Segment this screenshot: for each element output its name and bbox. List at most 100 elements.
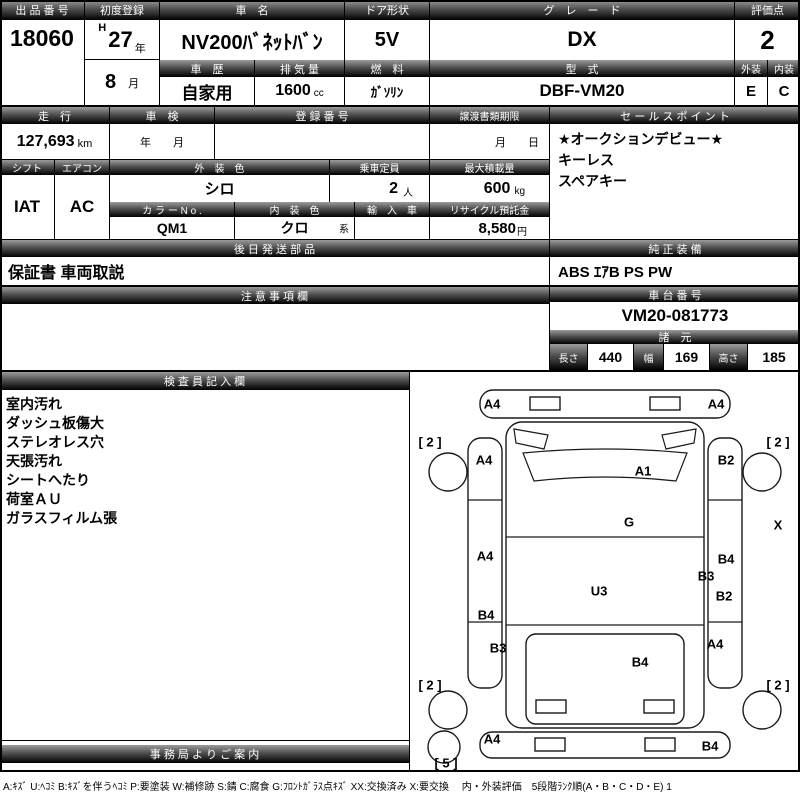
inspector-note: ダッシュ板傷大	[6, 415, 104, 431]
inspector-note: ステレオレス穴	[6, 434, 104, 450]
sales-point: ★オークションデビュー★	[558, 131, 724, 147]
mileage-cell: 127,693 km	[0, 124, 110, 160]
era-label: H	[98, 22, 107, 34]
right-headlight	[661, 428, 697, 450]
diagram-label: B4	[477, 607, 495, 623]
door-shape-label: ドア形状	[345, 0, 430, 20]
first-reg-year: 27	[108, 26, 133, 52]
displacement-unit: cc	[313, 88, 324, 99]
height-label: 高さ	[710, 344, 748, 370]
mileage-value: 127,693	[16, 132, 75, 150]
capacity-label: 乗車定員	[330, 160, 430, 175]
fuel-value: ｶﾞｿﾘﾝ	[345, 77, 430, 105]
car-diagram-svg	[427, 389, 782, 764]
door-shape-value: 5V	[345, 20, 430, 60]
first-reg-label: 初度登録	[85, 0, 160, 20]
fuel-label: 燃 料	[345, 60, 430, 77]
diagram-label: G	[623, 514, 635, 530]
chassis-no-value: VM20-081773	[550, 302, 800, 330]
shift-value: IAT	[0, 175, 55, 240]
width-value: 169	[664, 344, 710, 370]
diagram-label: U3	[590, 583, 608, 599]
auction-no-value: 18060	[0, 20, 85, 105]
transfer-deadline-value: 月 日	[430, 124, 550, 160]
first-reg-year-unit: 年	[134, 43, 146, 55]
shift-label: シフト	[0, 160, 55, 175]
grade-value: DX	[430, 20, 735, 60]
inspector-label: 検 査 員 記 入 欄	[0, 372, 410, 390]
diagram-label: [ 5 ]	[434, 755, 458, 771]
later-parts-label: 後 日 発 送 部 品	[0, 240, 550, 257]
diagram-label: B2	[715, 588, 733, 604]
diagram-label: A4	[476, 548, 494, 564]
divider	[0, 105, 800, 107]
diagram-label: [ 2 ]	[418, 677, 442, 693]
first-reg-month-cell: 8 月	[85, 60, 160, 105]
first-reg-month: 8	[104, 71, 117, 93]
interior-grade-value: C	[768, 77, 800, 105]
capacity-value: 2	[389, 179, 398, 197]
notice-area	[0, 304, 550, 370]
diagram-label: A4	[475, 452, 493, 468]
diagram-label: B3	[489, 640, 507, 656]
capacity-cell: 2 人	[330, 175, 430, 202]
max-load-label: 最大積載量	[430, 160, 550, 175]
interior-color-value: クロ	[280, 220, 309, 236]
later-parts-value: 保証書 車両取説	[0, 257, 550, 285]
front-right-wheel	[742, 452, 782, 492]
transfer-deadline-label: 譲渡書類期限	[430, 107, 550, 124]
auction-no-label: 出 品 番 号	[0, 0, 85, 20]
max-load-cell: 600 kg	[430, 175, 550, 202]
registration-no-label: 登 録 番 号	[215, 107, 430, 124]
exterior-grade-value: E	[735, 77, 768, 105]
diagram-label: B2	[717, 452, 735, 468]
front-bumper-panel	[479, 389, 731, 419]
history-label: 車 歴	[160, 60, 255, 77]
interior-color-label: 内 装 色	[235, 202, 355, 217]
rear-left-wheel	[428, 690, 468, 730]
divider	[0, 285, 800, 287]
length-value: 440	[588, 344, 634, 370]
interior-color-cell: クロ 系	[235, 217, 355, 240]
inspector-note: 室内汚れ	[6, 396, 62, 412]
inspection-value: 年 月	[110, 124, 215, 160]
diagram-label: [ 2 ]	[766, 434, 790, 450]
registration-no-value	[215, 124, 430, 160]
divider	[0, 370, 800, 372]
model-code-label: 型 式	[430, 60, 735, 77]
rear-bumper-panel	[479, 731, 731, 759]
diagram-label: B4	[701, 738, 719, 754]
mileage-unit: km	[77, 137, 93, 150]
inspector-note: 天張汚れ	[6, 453, 62, 469]
aircon-value: AC	[55, 175, 110, 240]
windshield	[522, 448, 688, 482]
recycle-cell: 8,580 円	[430, 217, 550, 240]
max-load-value: 600	[483, 179, 511, 197]
diagram-label: A4	[707, 396, 725, 412]
width-label: 幅	[634, 344, 664, 370]
recycle-value: 8,580	[478, 219, 516, 237]
import-value	[355, 217, 430, 240]
notice-label: 注 意 事 項 欄	[0, 287, 550, 304]
score-value: 2	[735, 20, 800, 60]
height-value: 185	[748, 344, 800, 370]
diagram-label: [ 2 ]	[766, 677, 790, 693]
sales-point: キーレス	[558, 152, 614, 168]
recycle-label: リサイクル預託金	[430, 202, 550, 217]
diagram-label: B4	[631, 654, 649, 670]
exterior-color-label: 外 装 色	[110, 160, 330, 175]
diagram-label: A4	[706, 636, 724, 652]
recycle-unit: 円	[517, 227, 527, 238]
diagram-label: A4	[483, 731, 501, 747]
car-name-value: NV200ﾊﾞﾈｯﾄﾊﾞﾝ	[160, 20, 345, 60]
displacement-value: 1600	[275, 82, 311, 99]
aircon-label: エアコン	[55, 160, 110, 175]
diagram-label: A1	[634, 463, 652, 479]
history-value: 自家用	[160, 77, 255, 105]
sales-point: スペアキー	[558, 173, 628, 189]
car-name-label: 車 名	[160, 0, 345, 20]
exterior-grade-label: 外装	[735, 60, 768, 77]
